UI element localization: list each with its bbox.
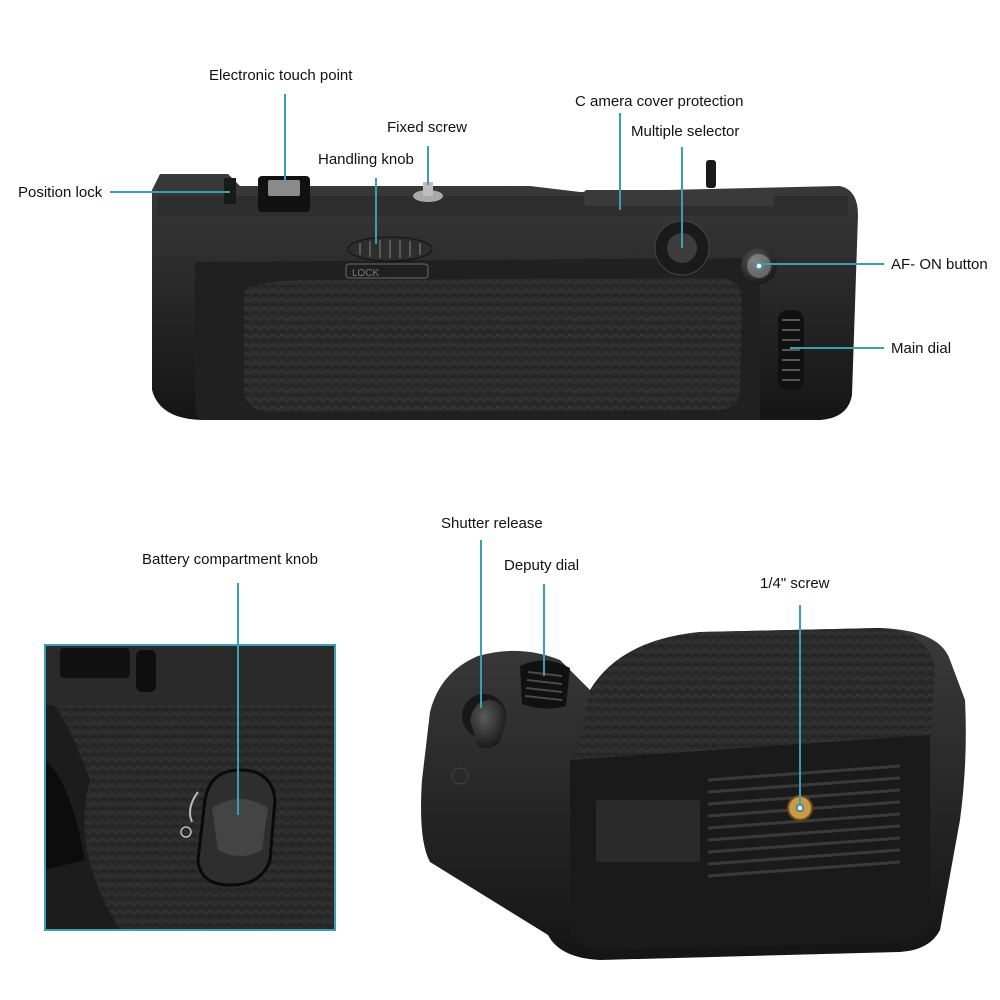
electronic-contact-pins-icon (268, 180, 300, 196)
dot-af-on (755, 262, 763, 270)
detail-frame (44, 644, 336, 931)
battery-compartment-detail (44, 644, 336, 931)
fixed-screw-shaft-icon (423, 182, 433, 196)
shutter-release-icon (470, 700, 506, 749)
rotate-arrow-icon (189, 791, 199, 823)
detail-pin-icon (136, 650, 156, 692)
label-multiple-selector: Multiple selector (631, 123, 740, 140)
grip-leather-texture (244, 278, 742, 412)
detail-contact-block-icon (60, 648, 130, 678)
dot-screw (796, 804, 804, 812)
battery-knob-grip-icon (212, 799, 268, 856)
label-quarter-inch-screw: 1/4" screw (760, 575, 830, 592)
label-af-on-button: AF- ON button (891, 256, 988, 273)
lock-marking-frame (345, 263, 429, 279)
label-shutter-release: Shutter release (441, 515, 543, 532)
callout-lines (110, 94, 884, 815)
alignment-pin-icon (706, 160, 716, 188)
lock-marking-text: LOCK (352, 268, 380, 279)
grip-bottom-view (421, 628, 966, 960)
label-fixed-screw: Fixed screw (387, 119, 468, 136)
small-button-icon (451, 767, 469, 785)
bottom-label-plate (596, 800, 700, 862)
handling-knob-ridges-icon (359, 240, 421, 258)
detail-shadow (45, 760, 85, 870)
label-battery-compartment-knob: Battery compartment knob (142, 551, 318, 568)
label-electronic-touch-point: Electronic touch point (209, 67, 353, 84)
bottom-leather-texture (575, 628, 935, 760)
callout-dots (755, 262, 804, 812)
label-main-dial: Main dial (891, 340, 952, 357)
battery-door (570, 735, 930, 950)
label-deputy-dial: Deputy dial (504, 557, 580, 574)
unlock-symbol-icon (180, 826, 192, 838)
label-camera-cover-protection: C amera cover protection (575, 93, 744, 110)
main-dial-ridges-icon (782, 319, 800, 381)
grip-top-view: LOCK (152, 160, 858, 420)
camera-cover-icon (584, 190, 774, 206)
label-handling-knob: Handling knob (318, 151, 414, 168)
label-position-lock: Position lock (18, 184, 103, 201)
